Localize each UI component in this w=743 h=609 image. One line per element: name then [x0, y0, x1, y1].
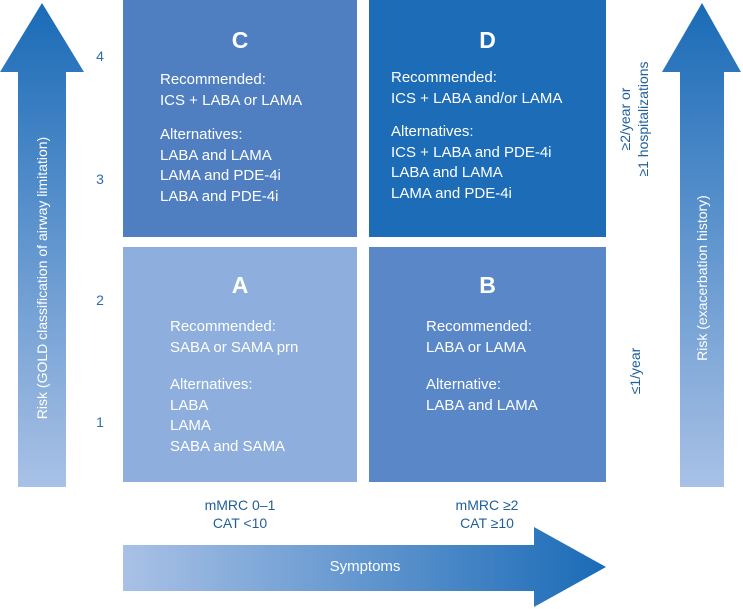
recommended-label: Recommended: [426, 318, 532, 335]
alternatives-label: Alternatives: [391, 123, 474, 140]
alternatives-block: Alternative: LABA and LAMA [426, 375, 538, 416]
recommended-item: SABA or SAMA prn [170, 338, 299, 356]
alternative-item: LAMA [170, 417, 211, 434]
left-axis-label: Risk (GOLD classification of airway limi… [34, 136, 50, 420]
recommended-label: Recommended: [170, 318, 276, 335]
quadrant-a: A Recommended: SABA or SAMA prn Alternat… [123, 247, 357, 482]
alternative-item: LABA and LAMA [160, 146, 272, 164]
alternatives-label: Alternative: [426, 376, 502, 393]
recommended-block: Recommended: LABA or LAMA [426, 317, 532, 358]
quadrant-letter: D [479, 27, 496, 53]
symptoms-low-label: mMRC 0–1 CAT <10 [190, 496, 290, 532]
alternative-item: LABA and LAMA [391, 164, 503, 181]
risk-tick-1: 1 [96, 414, 104, 430]
right-risk-arrow [662, 3, 741, 487]
quadrant-b: B Recommended: LABA or LAMA Alternative:… [369, 247, 606, 482]
alternative-item: LABA and LAMA [426, 396, 538, 414]
alternative-item: LABA [170, 396, 209, 414]
recommended-item: ICS + LABA and/or LAMA [391, 89, 563, 107]
symptoms-high-line: mMRC ≥2 [455, 497, 519, 513]
exacerbation-high-line: ≥1 hospitalizations [635, 61, 651, 177]
symptoms-low-line: mMRC 0–1 [204, 497, 276, 513]
alternatives-label: Alternatives: [160, 126, 243, 143]
left-risk-arrow [0, 3, 84, 487]
recommended-block: Recommended: ICS + LABA and/or LAMA [391, 68, 562, 109]
exacerbation-low-label: ≤1/year [627, 347, 643, 395]
recommended-label: Recommended: [160, 71, 266, 88]
alternative-item: LABA and PDE-4i [160, 187, 279, 205]
recommended-item: LABA or LAMA [426, 338, 527, 356]
alternative-item: SABA and SAMA [170, 437, 286, 455]
risk-tick-4: 4 [96, 48, 104, 64]
recommended-label: Recommended: [391, 69, 497, 86]
quadrant-letter: C [231, 27, 249, 53]
alternatives-label: Alternatives: [170, 376, 253, 393]
recommended-block: Recommended: ICS + LABA or LAMA [160, 70, 302, 111]
exacerbation-high-line: ≥2/year or [617, 87, 633, 151]
symptoms-arrow [123, 527, 606, 607]
quadrant-letter: B [479, 272, 496, 298]
alternatives-block: Alternatives: LABA and LAMA LAMA and PDE… [160, 125, 281, 207]
alternative-item: LAMA and PDE-4i [160, 167, 281, 184]
risk-tick-2: 2 [96, 292, 104, 308]
alternative-item: LAMA and PDE-4i [391, 184, 512, 202]
alternatives-block: Alternatives: LABA LAMA SABA and SAMA [170, 375, 285, 457]
recommended-item: ICS + LABA or LAMA [160, 91, 303, 109]
symptoms-low-line: CAT <10 [212, 515, 268, 531]
alternatives-block: Alternatives: ICS + LABA and PDE-4i LABA… [391, 122, 552, 204]
symptoms-high-label: mMRC ≥2 CAT ≥10 [437, 496, 537, 532]
alternative-item: ICS + LABA and PDE-4i [391, 143, 552, 161]
risk-tick-3: 3 [96, 171, 104, 187]
recommended-block: Recommended: SABA or SAMA prn [170, 317, 298, 358]
exacerbation-high-label: ≥2/year or ≥1 hospitalizations [616, 49, 654, 189]
symptoms-high-line: CAT ≥10 [460, 515, 514, 531]
right-axis-label: Risk (exacerbation history) [694, 195, 710, 361]
quadrant-c: C Recommended: ICS + LABA or LAMA Altern… [123, 0, 357, 237]
quadrant-letter: A [231, 272, 249, 298]
quadrant-d: D Recommended: ICS + LABA and/or LAMA Al… [369, 0, 606, 237]
symptoms-axis-label: Symptoms [329, 558, 401, 575]
